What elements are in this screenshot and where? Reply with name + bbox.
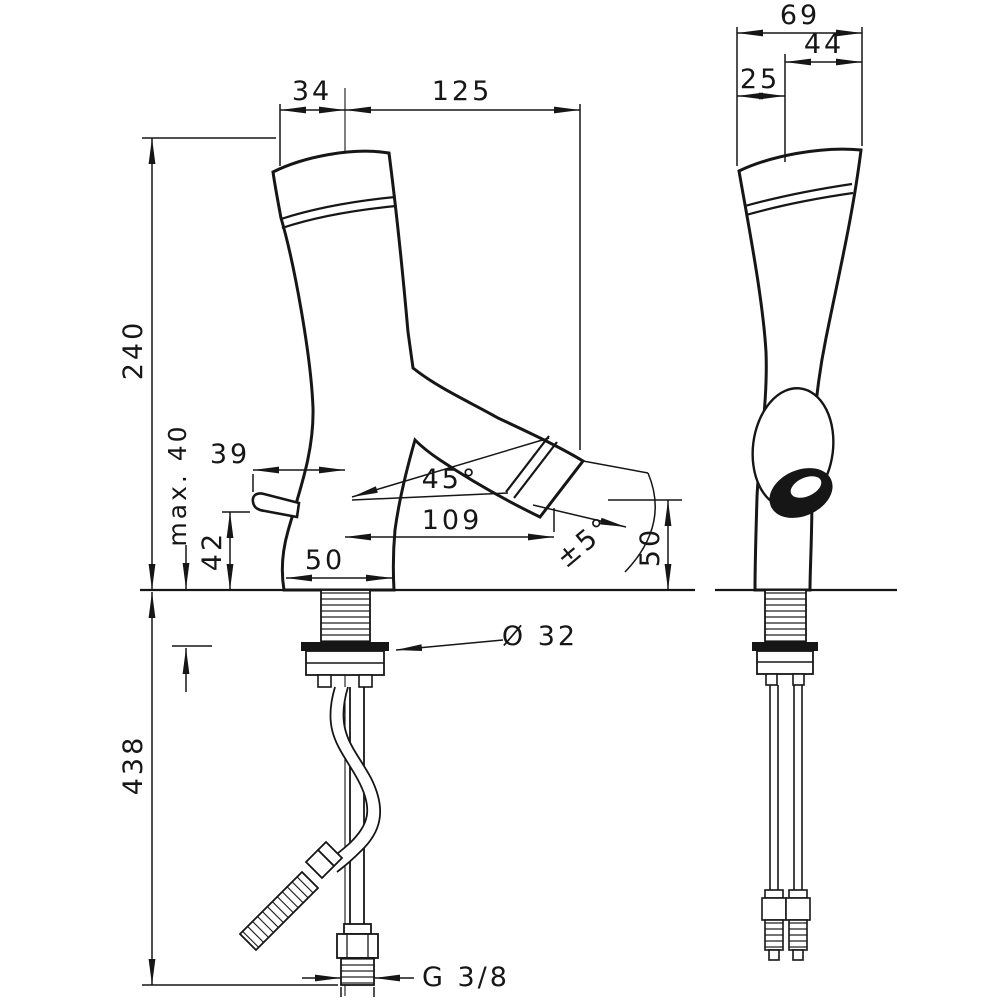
dim-34-label: 34 bbox=[292, 76, 332, 107]
dim-39-label: 39 bbox=[210, 439, 250, 470]
angle-line-pm5-upper bbox=[582, 460, 649, 474]
front-mounting-screw-left bbox=[317, 674, 332, 688]
side-hoses bbox=[769, 685, 803, 890]
dim-240-label: 240 bbox=[118, 320, 149, 381]
front-faucet-body-outline bbox=[271, 149, 586, 592]
side-cap-seam-upper bbox=[744, 182, 853, 208]
side-connector2-collar bbox=[788, 889, 808, 899]
dim-438-label: 438 bbox=[118, 735, 149, 796]
dim-45deg-label: 45° bbox=[422, 464, 479, 495]
side-mounting-hardware bbox=[752, 589, 818, 961]
dim-25-label: 25 bbox=[740, 64, 780, 95]
front-connector-hex-nut bbox=[336, 933, 379, 959]
front-mounting-hardware bbox=[238, 589, 389, 986]
dim-69-label: 69 bbox=[780, 0, 820, 31]
dimension-lines bbox=[142, 27, 863, 997]
side-connector1-collar bbox=[764, 889, 784, 899]
side-mounting-screw-front bbox=[765, 673, 778, 686]
front-curved-hose-right-edge bbox=[336, 686, 382, 873]
dim-50-right-label: 50 bbox=[635, 527, 666, 567]
front-cap-seam-lower bbox=[281, 204, 397, 230]
angle-line-45-upper bbox=[351, 437, 550, 498]
front-view bbox=[251, 149, 586, 592]
dimension-labels: 34 125 69 44 25 240 max. 40 39 42 50 45°… bbox=[118, 0, 844, 993]
front-threaded-shank bbox=[320, 589, 371, 643]
side-connector2-stud bbox=[792, 949, 804, 961]
front-curved-hose-fill bbox=[324, 687, 381, 872]
front-mounting-screw-right bbox=[358, 674, 373, 688]
dim-125-label: 125 bbox=[432, 76, 493, 107]
dim-g38-label: G 3/8 bbox=[422, 962, 510, 993]
side-view bbox=[737, 147, 863, 592]
side-cap-seam-lower bbox=[745, 191, 854, 217]
side-connector1-stud bbox=[768, 949, 780, 961]
front-hose-collar-lower bbox=[304, 848, 336, 880]
dim-109-label: 109 bbox=[422, 505, 483, 536]
side-rubber-washer bbox=[752, 642, 818, 651]
front-rubber-washer bbox=[301, 642, 389, 651]
front-braided-hose bbox=[238, 870, 320, 952]
dim-44-label: 44 bbox=[804, 29, 844, 60]
swivel-arc bbox=[624, 472, 656, 573]
dim-50-base-label: 50 bbox=[305, 545, 345, 576]
dim-max40-label: max. 40 bbox=[163, 423, 192, 546]
dim-pm5deg-label: ±5° bbox=[551, 511, 619, 575]
front-handle-lever bbox=[251, 492, 301, 519]
side-connector1-thread bbox=[764, 919, 784, 951]
angle-line-pm5 bbox=[532, 504, 627, 528]
side-connector1-hex bbox=[761, 897, 787, 921]
side-handle-knob-highlight bbox=[789, 474, 823, 500]
front-connector-thread bbox=[340, 957, 375, 986]
front-cap-seam-upper bbox=[280, 195, 396, 221]
side-faucet-body-outline bbox=[737, 147, 863, 592]
side-threaded-shank bbox=[764, 589, 807, 643]
dim-42-label: 42 bbox=[197, 531, 228, 571]
front-straight-hose bbox=[349, 687, 365, 924]
side-mounting-screw-back bbox=[792, 673, 805, 686]
front-connector-collar bbox=[343, 923, 372, 935]
side-connector2-thread bbox=[788, 919, 808, 951]
side-connector2-hex bbox=[785, 897, 811, 921]
front-spout-seam-inner bbox=[505, 435, 550, 493]
angle-line-45-lower bbox=[351, 492, 509, 501]
front-spout-seam-outer bbox=[513, 441, 558, 499]
dim-dia32-label: Ø 32 bbox=[502, 621, 578, 652]
front-curved-hose-left-edge bbox=[323, 686, 369, 865]
leader-line-dia32 bbox=[395, 639, 504, 651]
